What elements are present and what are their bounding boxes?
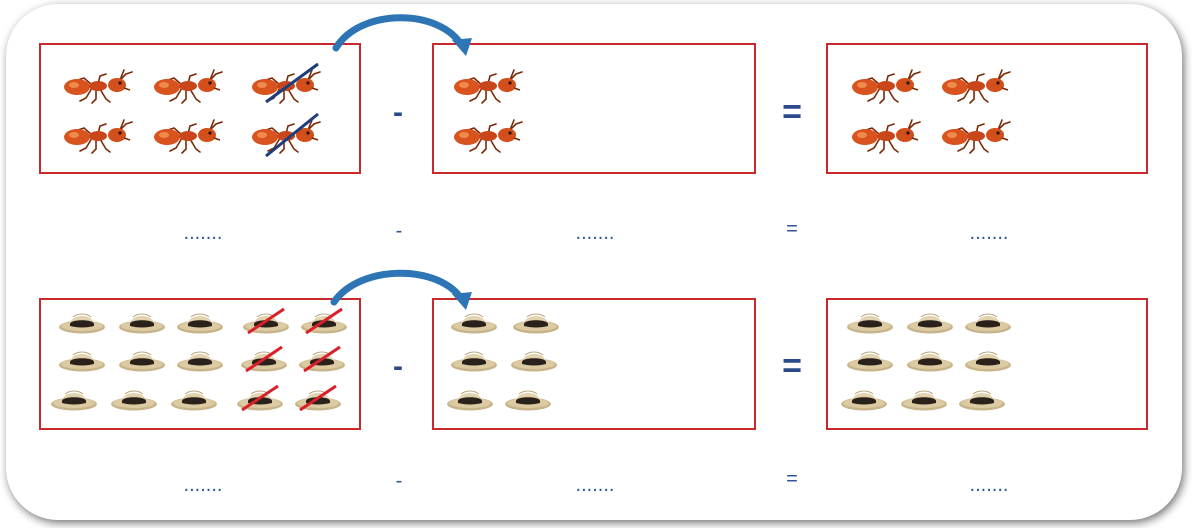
hat-icon	[58, 313, 106, 334]
hat-icon	[510, 351, 558, 372]
hat-icon	[964, 313, 1012, 334]
hat-icon	[446, 390, 494, 411]
answer-minus: -	[395, 220, 403, 242]
strike-mark	[245, 345, 283, 373]
answer-blank-first[interactable]: .......	[183, 222, 223, 244]
hat-icon	[846, 351, 894, 372]
strike-mark	[241, 384, 279, 412]
hat-icon	[170, 390, 218, 411]
answer-minus: -	[395, 470, 403, 492]
hat-icon	[176, 351, 224, 372]
answer-equals: =	[786, 468, 798, 490]
hat-icon	[964, 351, 1012, 372]
hat-icon	[450, 351, 498, 372]
ants-taken-box	[432, 43, 756, 174]
answer-blank-result[interactable]: .......	[969, 474, 1009, 496]
answer-blank-second[interactable]: .......	[575, 474, 615, 496]
equals-sign: =	[782, 347, 802, 385]
hat-icon	[840, 390, 888, 411]
strike-mark	[303, 345, 341, 373]
hat-icon	[504, 390, 552, 411]
hat-icon	[906, 313, 954, 334]
answer-blank-second[interactable]: .......	[575, 222, 615, 244]
hat-icon	[50, 390, 98, 411]
strike-mark	[299, 384, 337, 412]
answer-blank-first[interactable]: .......	[183, 474, 223, 496]
strike-mark	[305, 307, 343, 335]
strike-mark	[265, 112, 319, 158]
hat-icon	[176, 313, 224, 334]
hat-icon	[118, 351, 166, 372]
answer-equals: =	[786, 218, 798, 240]
answer-blank-result[interactable]: .......	[969, 222, 1009, 244]
hat-icon	[846, 313, 894, 334]
hat-icon	[906, 351, 954, 372]
strike-mark	[247, 307, 285, 335]
minus-sign: -	[393, 350, 403, 383]
minus-sign: -	[393, 96, 403, 129]
strike-mark	[265, 62, 319, 104]
hat-icon	[958, 390, 1006, 411]
hat-icon	[900, 390, 948, 411]
hat-icon	[118, 313, 166, 334]
equals-sign: =	[782, 93, 802, 131]
hat-icon	[512, 313, 560, 334]
hat-icon	[110, 390, 158, 411]
hat-icon	[450, 313, 498, 334]
hat-icon	[58, 351, 106, 372]
